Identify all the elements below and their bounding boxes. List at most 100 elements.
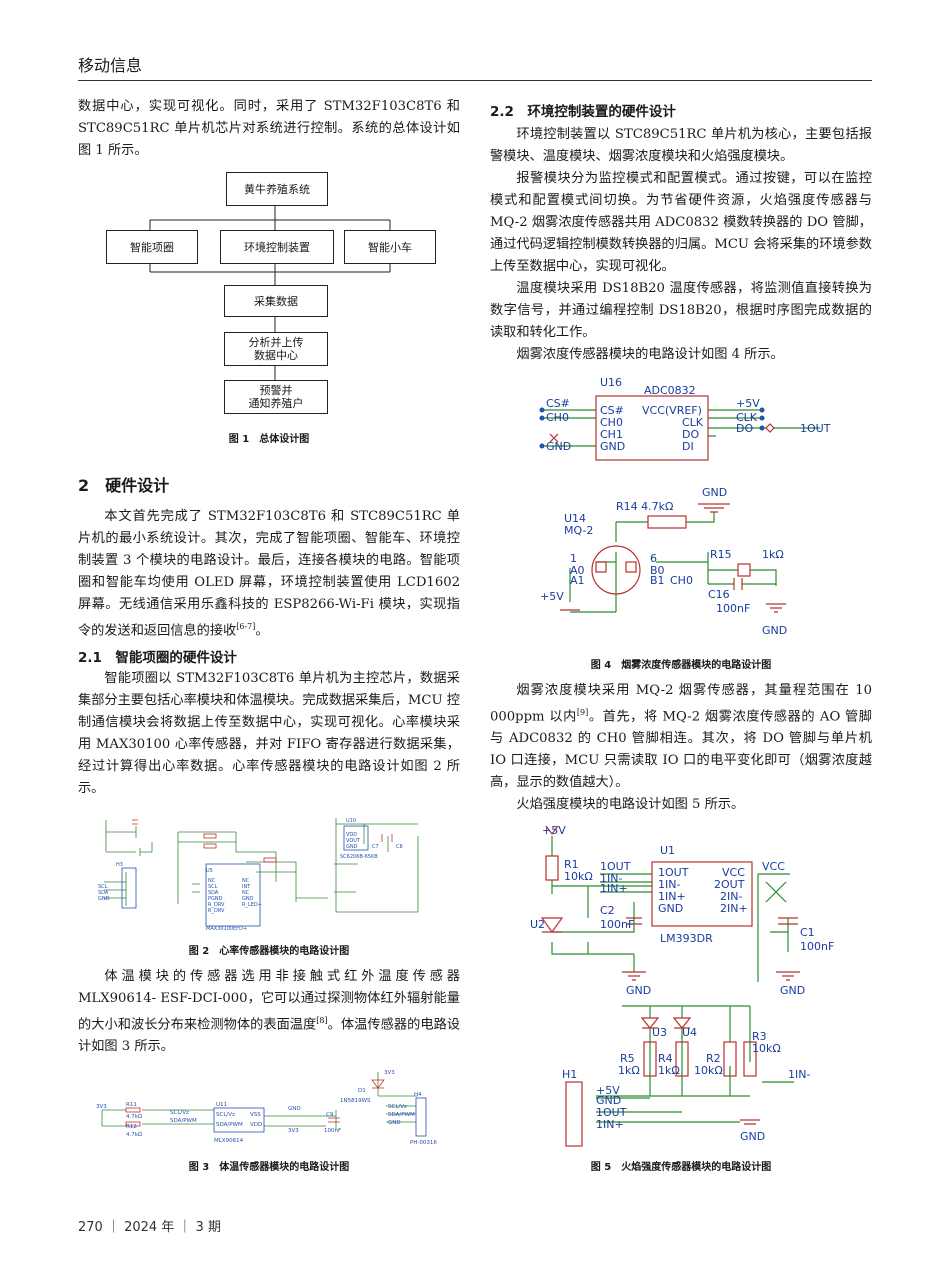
svg-text:SCL/Vz: SCL/Vz xyxy=(388,1104,407,1110)
section-2-1-paragraph: 智能项圈以 STM32F103C8T6 单片机为主控芯片，数据采集部分主要包括心… xyxy=(78,668,460,800)
box-alert-line1: 预警并 xyxy=(259,384,293,397)
figure-2-caption: 图 2 心率传感器模块的电路设计图 xyxy=(188,946,350,957)
svg-text:H3: H3 xyxy=(116,862,123,868)
left-intro-paragraph: 数据中心，实现可视化。同时，采用了 STM32F103C8T6 和 STC89C… xyxy=(78,96,460,162)
box-collect-label: 采集数据 xyxy=(254,294,298,308)
temperature-text: 体温模块的传感器选用非接触式红外温度传感器 MLX90614- ESF-DCI-… xyxy=(78,969,460,1033)
svg-text:VDD: VDD xyxy=(346,832,357,838)
svg-text:1OUT: 1OUT xyxy=(600,860,631,873)
svg-text:U11: U11 xyxy=(216,1102,227,1108)
svg-text:R1: R1 xyxy=(564,858,579,871)
svg-text:2IN-: 2IN- xyxy=(720,890,742,903)
svg-text:1IN+: 1IN+ xyxy=(658,890,686,903)
figure-4-caption: 图 4 烟雾浓度传感器模块的电路设计图 xyxy=(590,660,772,671)
svg-text:B1: B1 xyxy=(650,574,665,587)
figure-1-connectors xyxy=(149,204,391,380)
svg-text:R15: R15 xyxy=(710,548,732,561)
svg-text:1kΩ: 1kΩ xyxy=(658,1064,680,1077)
flame-intro: 火焰强度模块的电路设计如图 5 所示。 xyxy=(516,797,745,813)
svg-text:GND: GND xyxy=(658,902,683,915)
svg-text:U2: U2 xyxy=(530,918,545,931)
box-car-label: 智能小车 xyxy=(368,240,412,254)
svg-text:10kΩ: 10kΩ xyxy=(752,1042,781,1055)
svg-text:DO: DO xyxy=(682,428,699,441)
svg-text:SDA/PWM: SDA/PWM xyxy=(216,1122,243,1128)
svg-text:GND: GND xyxy=(546,440,571,453)
svg-text:U4: U4 xyxy=(682,1026,697,1039)
svg-text:R_DRV: R_DRV xyxy=(208,908,225,914)
svg-text:SCL/Vz: SCL/Vz xyxy=(216,1112,235,1118)
svg-text:+5V: +5V xyxy=(596,1084,620,1097)
svg-text:D1: D1 xyxy=(358,1088,366,1094)
svg-text:R3: R3 xyxy=(752,1030,767,1043)
env-para-1: 环境控制装置以 STC89C51RC 单片机为核心，主要包括报警模块、温度模块、… xyxy=(490,127,872,164)
svg-text:CS#: CS# xyxy=(600,404,624,417)
temperature-paragraph: 体温模块的传感器选用非接触式红外温度传感器 MLX90614- ESF-DCI-… xyxy=(78,966,460,1058)
svg-text:R14 4.7kΩ: R14 4.7kΩ xyxy=(616,500,673,513)
svg-text:SCL: SCL xyxy=(208,884,218,890)
svg-text:10kΩ: 10kΩ xyxy=(694,1064,723,1077)
svg-text:GND: GND xyxy=(288,1106,301,1112)
svg-text:C7: C7 xyxy=(372,844,379,850)
env-para-4: 烟雾浓度传感器模块的电路设计如图 4 所示。 xyxy=(516,347,784,362)
svg-text:GND: GND xyxy=(98,896,110,902)
figure-5-caption: 图 5 火焰强度传感器模块的电路设计图 xyxy=(590,1162,772,1173)
svg-text:1kΩ: 1kΩ xyxy=(618,1064,640,1077)
ref-8: [8] xyxy=(316,1016,328,1025)
svg-text:VOUT: VOUT xyxy=(346,838,361,844)
svg-text:U3: U3 xyxy=(652,1026,667,1039)
svg-text:INT: INT xyxy=(242,884,251,890)
page-footer: 270 ｜ 2024 年 ｜ 3 期 xyxy=(78,1220,221,1235)
figure-1: 黄牛养殖系统 智能项圈 环境控制装置 智能小车 采集数据 分析并上传 数据中心 … xyxy=(78,168,460,438)
journal-name: 移动信息 xyxy=(78,56,143,75)
svg-text:+5V: +5V xyxy=(540,590,564,603)
svg-text:R11: R11 xyxy=(126,1102,137,1108)
section-2-1-text: 智能项圈以 STM32F103C8T6 单片机为主控芯片，数据采集部分主要包括心… xyxy=(78,671,460,796)
svg-text:1: 1 xyxy=(570,552,577,565)
svg-text:C8: C8 xyxy=(396,844,403,850)
svg-text:GND: GND xyxy=(388,1120,401,1126)
svg-text:C2: C2 xyxy=(600,904,615,917)
svg-text:U5: U5 xyxy=(206,868,213,874)
svg-text:1OUT: 1OUT xyxy=(658,866,689,879)
svg-text:R12: R12 xyxy=(126,1124,137,1130)
svg-text:A0: A0 xyxy=(570,564,585,577)
svg-text:1OUT: 1OUT xyxy=(800,422,831,435)
box-collect: 采集数据 xyxy=(224,285,328,317)
svg-text:SCL: SCL xyxy=(98,884,108,890)
svg-text:SDA: SDA xyxy=(208,890,219,896)
svg-text:CLK: CLK xyxy=(682,416,704,429)
svg-text:VCC(VREF): VCC(VREF) xyxy=(642,404,702,417)
box-collar: 智能项圈 xyxy=(106,230,198,264)
box-env: 环境控制装置 xyxy=(220,230,334,264)
svg-text:GND: GND xyxy=(702,486,727,499)
svg-text:1IN-: 1IN- xyxy=(658,878,680,891)
box-collar-label: 智能项圈 xyxy=(130,240,174,254)
svg-text:GND: GND xyxy=(740,1130,765,1143)
svg-text:SDA/PWM: SDA/PWM xyxy=(388,1112,415,1118)
svg-text:GND: GND xyxy=(242,896,254,902)
box-analyze: 分析并上传 数据中心 xyxy=(224,332,328,366)
box-car: 智能小车 xyxy=(344,230,436,264)
box-alert: 预警并 通知养殖户 xyxy=(224,380,328,414)
svg-text:H1: H1 xyxy=(562,1068,577,1081)
temperature-end: 。体温传感器的电路设计如图 3 所示。 xyxy=(78,1017,461,1055)
svg-text:R_LED+: R_LED+ xyxy=(242,902,262,908)
env-para-2: 报警模块分为监控模式和配置模式。通过按键，可以在监控模式和配置模式间切换。为节省… xyxy=(490,171,872,274)
svg-text:10kΩ: 10kΩ xyxy=(564,870,593,883)
box-alert-line2: 通知养殖户 xyxy=(248,397,304,410)
svg-text:1IN-: 1IN- xyxy=(600,872,622,885)
env-para-3: 温度模块采用 DS18B20 温度传感器，将监测值直接转换为数字信号，并通过编程… xyxy=(490,281,872,340)
svg-text:GND: GND xyxy=(346,844,358,850)
header-rule xyxy=(78,80,872,81)
svg-text:PGND: PGND xyxy=(208,896,223,902)
svg-text:R2: R2 xyxy=(706,1052,721,1065)
svg-text:VCC: VCC xyxy=(762,860,785,873)
